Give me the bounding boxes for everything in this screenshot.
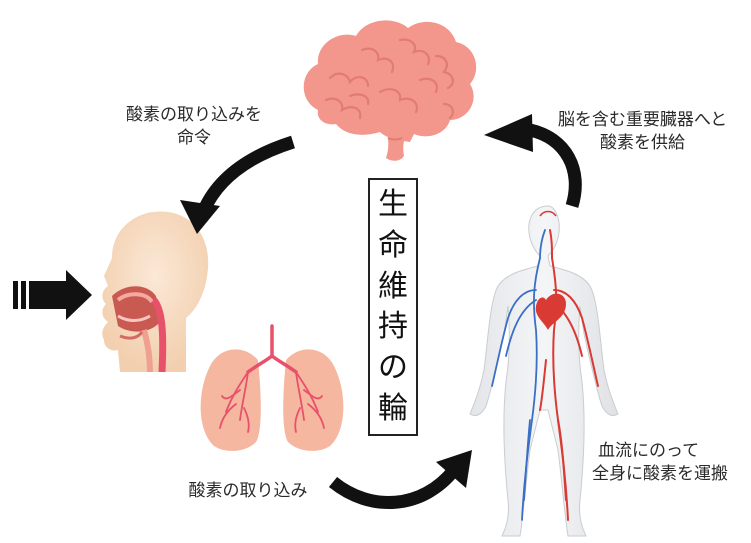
title-char: 維 — [378, 271, 408, 303]
label-brain-command: 酸素の取り込みを 命令 — [99, 104, 289, 150]
input-arrow-icon — [13, 270, 92, 320]
arrow-brain-to-head — [180, 142, 293, 234]
title-char: 生 — [378, 189, 408, 221]
lungs-icon — [201, 326, 344, 451]
label-bloodflow: 血流にのって 全身に酸素を運搬 — [592, 440, 748, 486]
title-char: 持 — [378, 311, 408, 343]
brain-icon — [304, 20, 476, 160]
title-char: の — [378, 352, 408, 384]
title-char: 命 — [378, 230, 408, 262]
label-oxygen-intake: 酸素の取り込み — [168, 480, 328, 503]
arrow-lungs-to-body — [333, 450, 472, 503]
title-box: 生 命 維 持 の 輪 — [368, 178, 418, 436]
head-airway-icon — [102, 211, 208, 372]
human-circulation-icon — [470, 206, 618, 536]
label-oxygen-supply: 脳を含む重要臓器へと 酸素を供給 — [540, 109, 745, 155]
title-char: 輪 — [378, 393, 408, 425]
